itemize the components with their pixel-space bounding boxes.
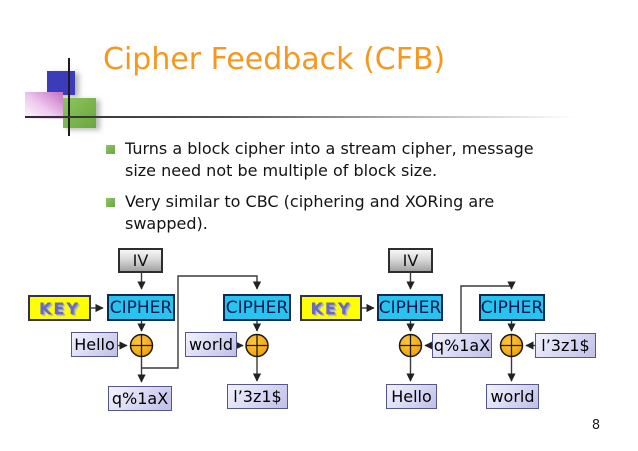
feedback-wire	[460, 281, 516, 333]
bullet-item: Turns a block cipher into a stream ciphe…	[105, 138, 605, 182]
bullet-list: Turns a block cipher into a stream ciphe…	[105, 138, 605, 244]
xor-icon	[398, 333, 423, 358]
xor-symbols	[129, 333, 524, 358]
cipher-box-decryption-2: CIPHER	[479, 294, 545, 321]
cipher-box-decryption-1: CIPHER	[377, 294, 443, 321]
key-box-decryption: KEY	[300, 295, 362, 321]
logo-pink-square	[25, 92, 63, 119]
key-box-encryption: KEY	[28, 295, 91, 321]
decryption-wires	[362, 273, 535, 382]
ciphertext-box-2: l’3z1$	[227, 384, 288, 409]
ciphertext-input-box-2: l’3z1$	[535, 333, 596, 358]
xor-icon	[245, 333, 269, 358]
bullet-square-icon	[106, 145, 115, 154]
bullet-item: Very similar to CBC (ciphering and XORin…	[105, 191, 605, 235]
cipher-box-encryption-2: CIPHER	[223, 294, 291, 321]
ciphertext-box-1: q%1aX	[108, 386, 172, 411]
iv-box-decryption: IV	[388, 248, 433, 273]
plaintext-box-world: world	[185, 332, 237, 357]
title-underline	[25, 116, 592, 118]
plaintext-output-box-world: world	[486, 384, 539, 409]
slide-title: Cipher Feedback (CFB)	[103, 42, 446, 77]
plaintext-box-hello: Hello	[71, 332, 118, 357]
cipher-box-encryption-1: CIPHER	[107, 294, 175, 321]
xor-icon	[129, 333, 154, 358]
bullet-text-line: Very similar to CBC (ciphering and XORin…	[125, 192, 495, 211]
logo-blue-square	[47, 71, 75, 95]
bullet-text-line: size need not be multiple of block size.	[125, 161, 438, 180]
iv-box-encryption: IV	[118, 248, 163, 273]
bullet-text-line: Turns a block cipher into a stream ciphe…	[125, 139, 534, 158]
bullet-text-line: swapped).	[125, 214, 208, 233]
ciphertext-input-box-1: q%1aX	[432, 333, 492, 358]
feedback-wire	[141, 275, 262, 369]
logo-vertical-line	[68, 58, 70, 136]
xor-icon	[499, 333, 524, 358]
plaintext-output-box-hello: Hello	[386, 384, 437, 409]
page-number: 8	[591, 418, 601, 433]
bullet-square-icon	[106, 198, 115, 207]
encryption-wires	[91, 273, 262, 383]
